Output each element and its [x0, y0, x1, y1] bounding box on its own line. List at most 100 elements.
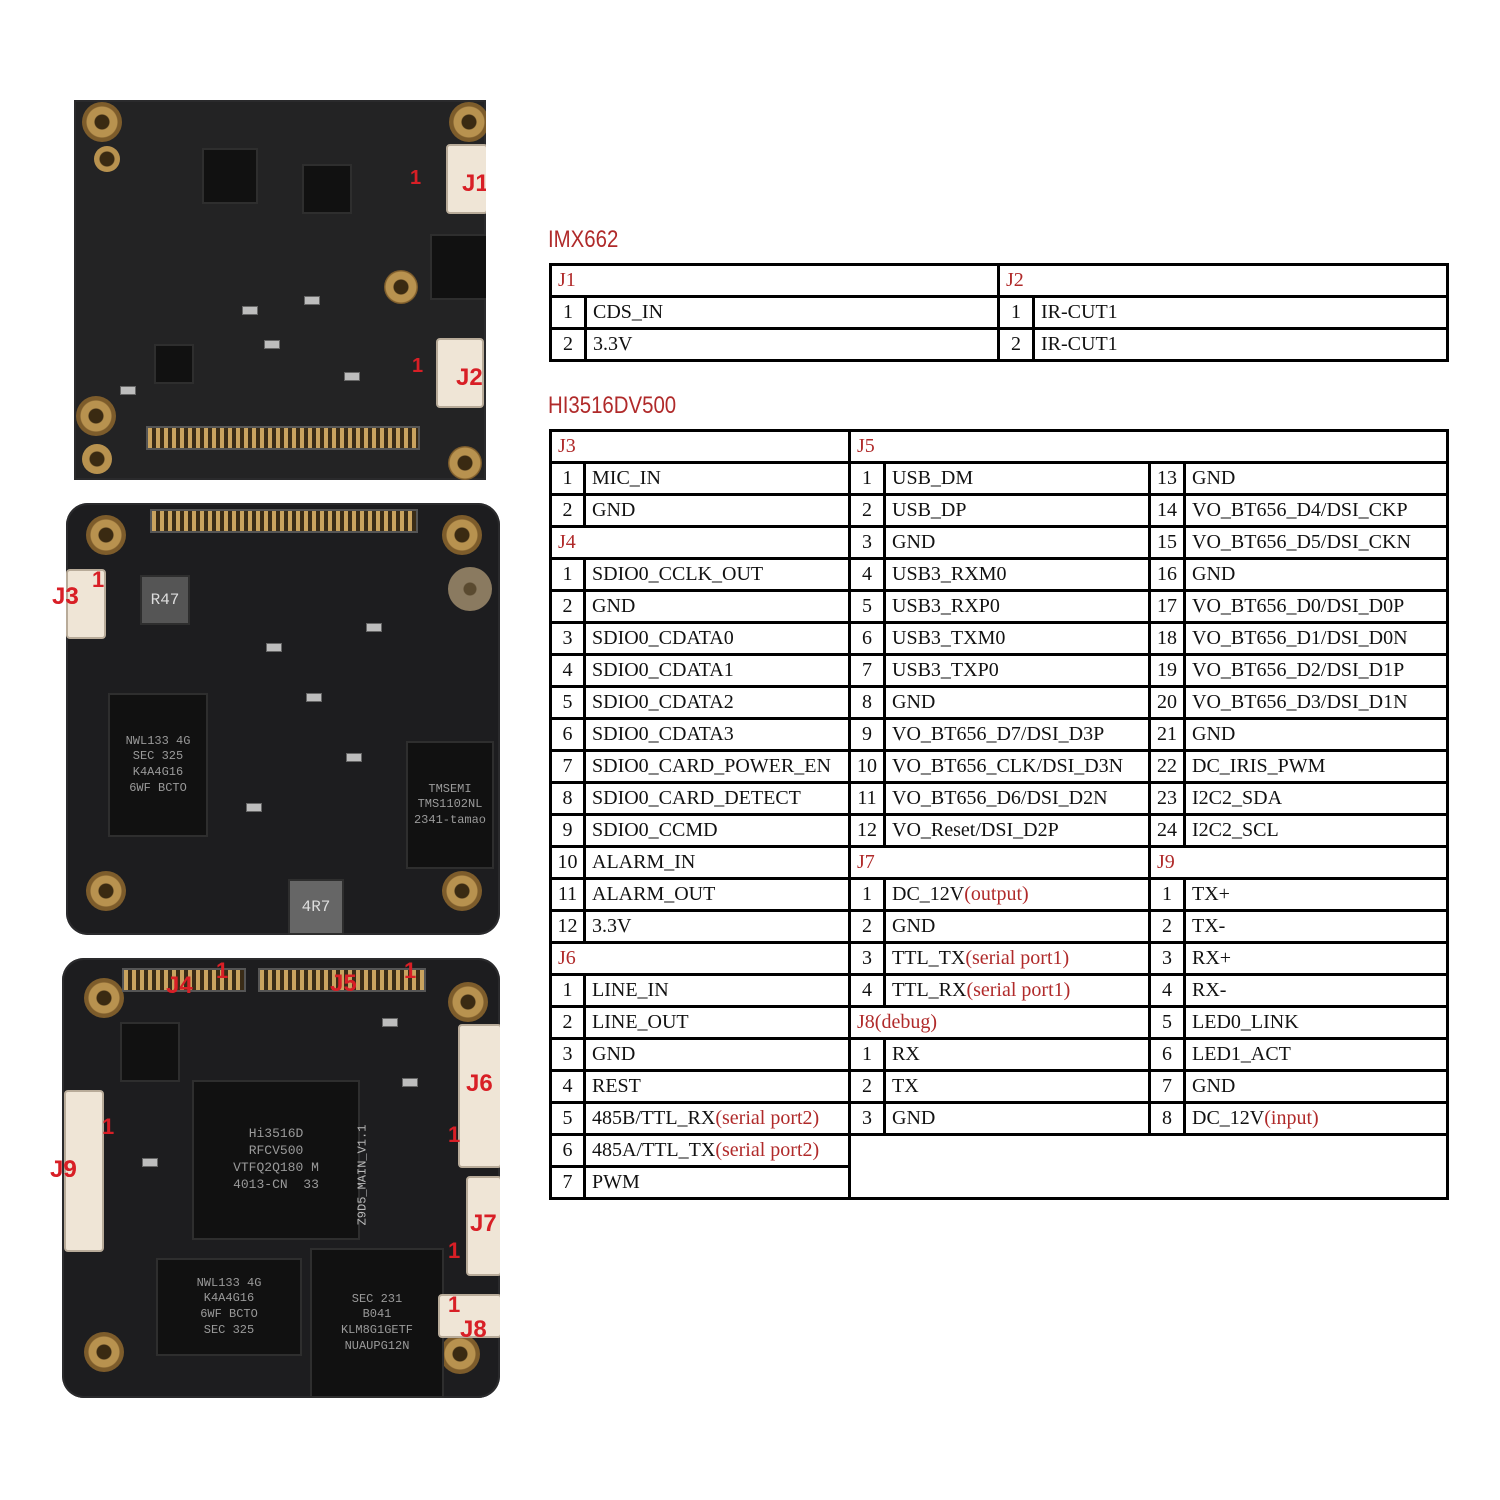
pin-number: 21: [1148, 717, 1187, 752]
pin-label-text: PWM: [592, 1171, 640, 1193]
pin-label: USB3_RXP0: [883, 589, 1152, 624]
pin-label-note: (serial port2): [715, 1107, 820, 1129]
pin-label-text: LINE_OUT: [592, 1011, 689, 1033]
pin-number: 5: [549, 685, 586, 720]
empty-cell: [848, 1133, 1450, 1200]
pin-label-text: VO_BT656_D7/DSI_D3P: [892, 723, 1105, 745]
j4-ffc-connector: [122, 968, 246, 992]
pin-number: 24: [1148, 813, 1187, 848]
pin-label-text: USB3_RXP0: [892, 595, 1000, 617]
pin-label-text: ALARM_IN: [592, 851, 696, 873]
pin1-mark: 1: [448, 1238, 461, 1263]
pin-label-text: SDIO0_CDATA0: [592, 627, 734, 649]
pin-label-text: VO_Reset/DSI_D2P: [892, 819, 1059, 841]
pin-label: IR-CUT1: [1032, 295, 1450, 330]
pin-number: 4: [549, 1069, 586, 1104]
pin-label: GND: [883, 909, 1152, 944]
pin-number: 17: [1148, 589, 1187, 624]
pin-label: 3.3V: [583, 327, 1001, 362]
pin-number: 2: [997, 327, 1036, 362]
pin-label-text: VO_BT656_D4/DSI_CKP: [1192, 499, 1408, 521]
pin-label: GND: [1183, 461, 1450, 496]
pin-label-text: GND: [592, 499, 636, 521]
mount-hole: [76, 396, 116, 436]
pin-label-text: GND: [1192, 563, 1236, 585]
pin-number: 3: [549, 621, 586, 656]
pin-label: VO_BT656_D3/DSI_D1N: [1183, 685, 1450, 720]
pin-number: 10: [549, 845, 586, 880]
pin-number: 18: [1148, 621, 1187, 656]
pin-label: GND: [883, 685, 1152, 720]
pin-label: GND: [883, 525, 1152, 560]
pin-number: 4: [549, 653, 586, 688]
pin-number: 8: [549, 781, 586, 816]
mount-hole: [449, 102, 486, 142]
pin-number: 5: [549, 1101, 586, 1136]
pin-label-text: DC_IRIS_PWM: [1192, 755, 1326, 777]
pin-number: 11: [549, 877, 586, 912]
pin-label: DC_12V(output): [883, 877, 1152, 912]
pin-number: 2: [549, 1005, 586, 1040]
pin-label-text: SDIO0_CARD_POWER_EN: [592, 755, 831, 777]
pin-number: 6: [549, 1133, 586, 1168]
pin-label-note: (serial port2): [715, 1139, 820, 1161]
pin-label-text: VO_BT656_D1/DSI_D0N: [1192, 627, 1408, 649]
j5-ffc-connector: [258, 968, 426, 992]
pin-label: DC_IRIS_PWM: [1183, 749, 1450, 784]
mount-hole: [82, 102, 122, 142]
pin-label-text: I2C2_SDA: [1192, 787, 1283, 809]
pin-label-text: TX: [892, 1075, 919, 1097]
sensor-ffc-connector: [146, 426, 420, 450]
pin-number: 23: [1148, 781, 1187, 816]
phy-chip: [120, 1022, 180, 1082]
pin-label-text: GND: [592, 595, 636, 617]
pin-label: I2C2_SDA: [1183, 781, 1450, 816]
pin-label: DC_12V(input): [1183, 1101, 1450, 1136]
pin-number: 1: [848, 461, 887, 496]
j9-header: J9: [1148, 845, 1450, 880]
buzzer: [448, 567, 492, 611]
pin-number: 3: [848, 1101, 887, 1136]
mount-hole: [82, 444, 112, 474]
pin-label-note: (input): [1264, 1107, 1319, 1129]
j9-label: J9: [62, 1156, 77, 1183]
j7-connector: [466, 1176, 500, 1276]
j4-header: J4: [548, 525, 852, 560]
pin-label-text: I2C2_SCL: [1192, 819, 1279, 841]
pin-label-text: GND: [592, 1043, 636, 1065]
silkscreen-label: Z9D5_MAIN_V1.1: [355, 1124, 370, 1226]
pin-number: 2: [549, 327, 587, 362]
j5-header: J5: [848, 429, 1450, 464]
pin-label-note: (output): [964, 883, 1029, 905]
j8-label: J8: [460, 1316, 487, 1343]
j6-connector: [458, 1024, 500, 1168]
pin-label-text: VO_BT656_D0/DSI_D0P: [1192, 595, 1405, 617]
pin-label: GND: [582, 1037, 852, 1072]
pin-label: SDIO0_CCMD: [582, 813, 852, 848]
sensor-board-photo: 1 J1 1 J2: [74, 100, 486, 480]
sensor-ffc-connector: [150, 509, 418, 533]
pin-number: 2: [1148, 909, 1187, 944]
smd-part: [382, 1018, 398, 1027]
inductor-r47: R47: [140, 575, 190, 625]
pin-label-text: VO_BT656_D3/DSI_D1N: [1192, 691, 1408, 713]
j8-connector: [438, 1294, 500, 1338]
pin-label: USB_DP: [883, 493, 1152, 528]
pin-label-note: (serial port1): [965, 947, 1070, 969]
pin-label: TTL_RX(serial port1): [883, 973, 1152, 1008]
pin-number: 7: [1148, 1069, 1187, 1104]
smd-part: [344, 372, 360, 381]
pin-label: VO_BT656_D0/DSI_D0P: [1183, 589, 1450, 624]
pin-label-text: SDIO0_CARD_DETECT: [592, 787, 801, 809]
pin-number: 22: [1148, 749, 1187, 784]
pin-label: GND: [1183, 1069, 1450, 1104]
pin-label: GND: [582, 589, 852, 624]
